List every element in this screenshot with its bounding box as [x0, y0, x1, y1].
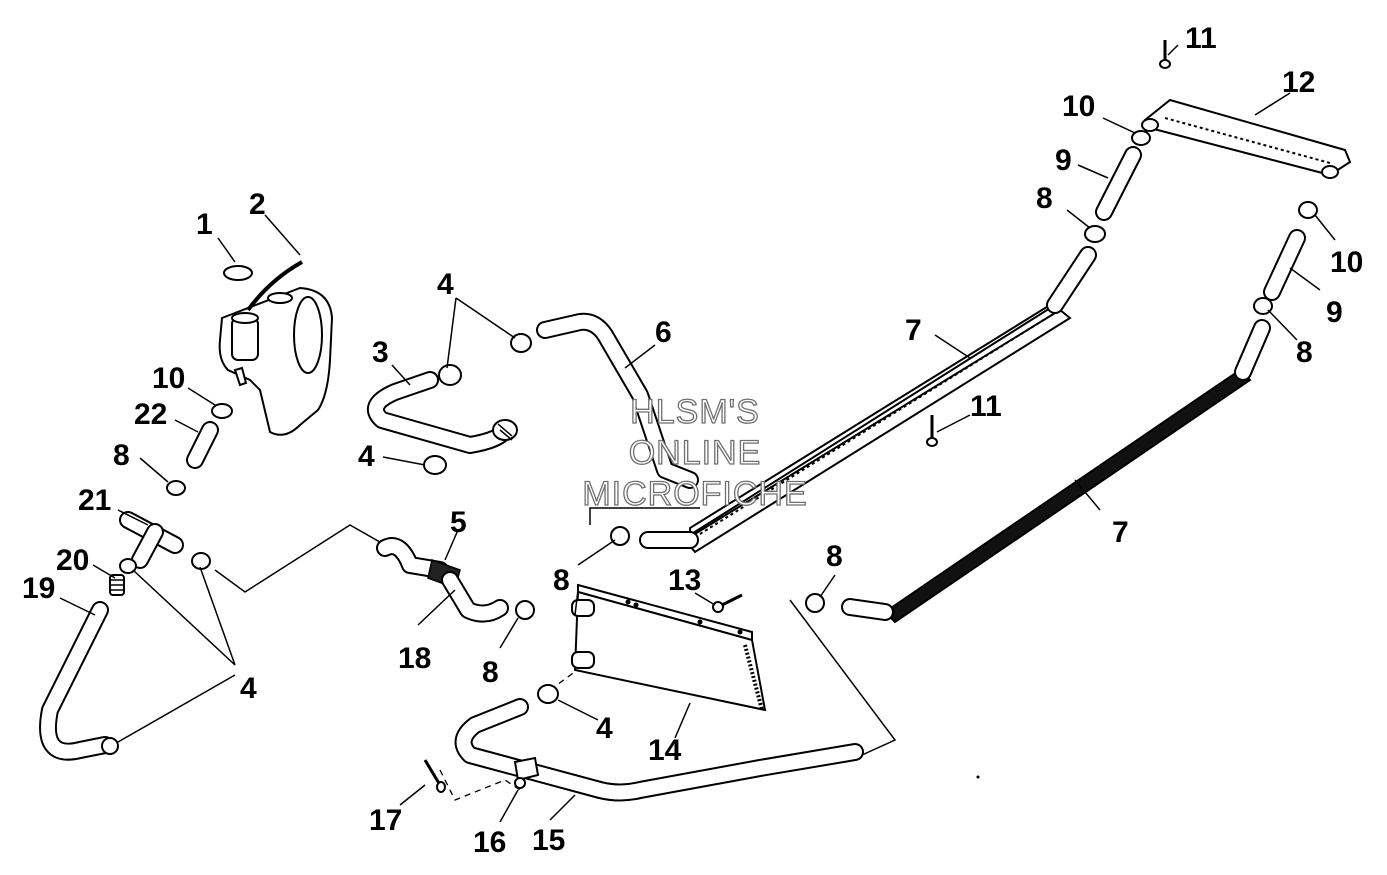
- routing-line-tee: [214, 524, 386, 593]
- clamp-8-lower-right: [1253, 297, 1273, 315]
- callout-18: 18: [398, 642, 431, 675]
- callout-3: 3: [372, 336, 389, 369]
- clamp-8-upper: [1084, 225, 1106, 243]
- hose-18: [441, 571, 535, 623]
- clamp-10-upper-left: [1131, 130, 1151, 146]
- watermark-line: ONLINE: [628, 433, 762, 472]
- bolt-11-middle: [926, 415, 938, 447]
- clamp-4-hose3-top: [438, 364, 462, 386]
- routing-dash-bracket: [439, 769, 521, 801]
- clamp-4-hose3-bottom: [423, 455, 447, 475]
- callout-12: 12: [1282, 66, 1315, 99]
- coolant-reservoir-bottle: [218, 260, 334, 436]
- callout-8: 8: [1036, 182, 1053, 215]
- callout-19: 19: [22, 572, 55, 605]
- leader-lines: [59, 44, 1336, 823]
- callout-9: 9: [1326, 296, 1343, 329]
- routing-line-right: [789, 599, 897, 756]
- callout-8: 8: [553, 564, 570, 597]
- callout-11: 11: [970, 390, 1002, 423]
- clamp-4-hose6: [510, 333, 532, 353]
- callout-8: 8: [1296, 336, 1313, 369]
- watermark-line: MICROFICHE: [582, 474, 808, 513]
- hose-22: [166, 403, 233, 496]
- callout-7: 7: [905, 314, 922, 347]
- hose-9-left: [1095, 130, 1151, 221]
- callout-13: 13: [668, 564, 701, 597]
- callout-4: 4: [358, 440, 375, 473]
- clamp-10-upper-right: [1298, 201, 1318, 219]
- clamp-8-hose18: [515, 600, 535, 620]
- hose-19: [39, 601, 119, 761]
- callout-22: 22: [134, 398, 167, 431]
- callout-8: 8: [826, 540, 843, 573]
- callout-4: 4: [240, 672, 257, 705]
- callout-2: 2: [249, 188, 266, 221]
- callout-4: 4: [437, 268, 454, 301]
- hose-15: [454, 684, 864, 802]
- callout-17: 17: [369, 804, 402, 837]
- callout-21: 21: [78, 484, 111, 517]
- callout-8: 8: [482, 656, 499, 689]
- callout-5: 5: [450, 506, 467, 539]
- hose-6: [510, 312, 699, 489]
- hose-3: [366, 364, 518, 475]
- callout-10: 10: [152, 362, 185, 395]
- callout-4: 4: [596, 712, 613, 745]
- callout-16: 16: [473, 826, 506, 859]
- routing-line-center: [589, 507, 700, 525]
- bolt-17: [423, 759, 446, 793]
- callout-9: 9: [1055, 144, 1072, 177]
- callout-15: 15: [532, 824, 565, 857]
- clamp-4-hose15: [537, 684, 559, 704]
- heat-exchanger-lower: [805, 297, 1273, 624]
- reservoir-cap: [223, 265, 253, 281]
- hose-9-right: [1263, 201, 1318, 301]
- callout-1: 1: [196, 208, 213, 241]
- heat-exchanger-14: [571, 583, 767, 712]
- callout-numbers: 1 2 3 4 4 4 4 5 6 7 7 8 8 8 8 8 8 8 9 9 …: [22, 22, 1363, 859]
- callout-10: 10: [1330, 246, 1363, 279]
- watermark-line: HLSM'S: [630, 392, 760, 431]
- callout-7: 7: [1112, 516, 1129, 549]
- bolt-11-top: [1159, 40, 1171, 69]
- callout-20: 20: [56, 544, 89, 577]
- callout-14: 14: [648, 734, 682, 767]
- stray-dot: [976, 775, 980, 779]
- clamp-4-tee: [119, 558, 137, 574]
- callout-8: 8: [113, 439, 130, 472]
- clamp-4-bottom: [101, 737, 119, 755]
- clamp-10-left: [211, 403, 233, 419]
- callout-6: 6: [655, 316, 672, 349]
- clamp-8-center: [610, 526, 630, 546]
- overflow-tube: [246, 260, 303, 312]
- watermark: HLSM'S ONLINE MICROFICHE: [540, 392, 850, 515]
- callout-11: 11: [1185, 22, 1217, 55]
- clamp-8-right: [805, 593, 825, 613]
- heat-exchanger-12: [1141, 98, 1352, 179]
- bolt-13: [712, 593, 743, 613]
- heat-exchanger-upper: [610, 225, 1106, 554]
- tee-fitting-21: [119, 511, 184, 569]
- clamp-8-left: [166, 480, 186, 496]
- spring-20: [109, 574, 125, 596]
- bracket-16: [513, 756, 540, 789]
- callout-10: 10: [1062, 90, 1095, 123]
- clamp-4-tee-right: [191, 552, 211, 570]
